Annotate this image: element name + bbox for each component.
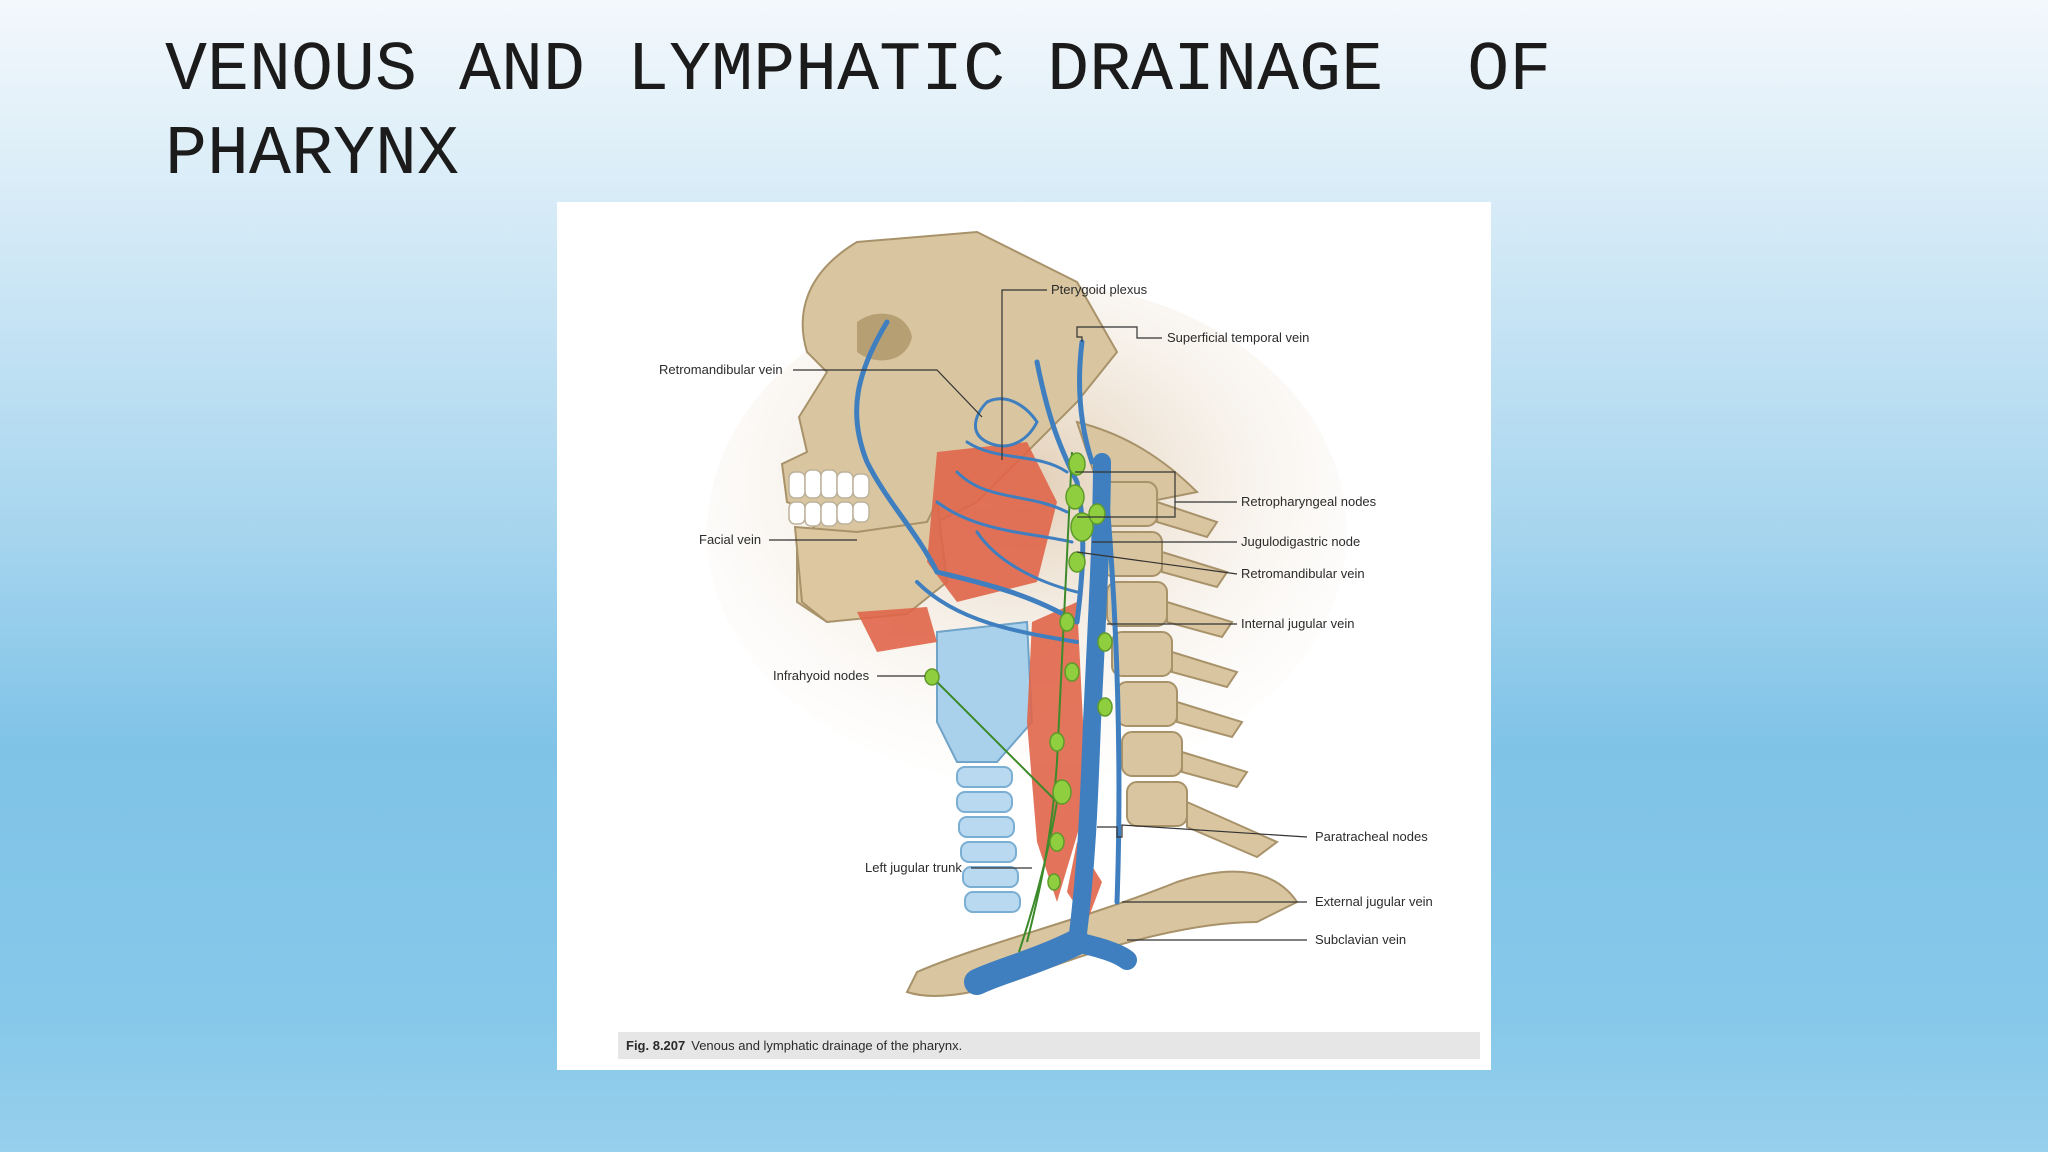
veins: [854, 319, 1137, 995]
slide-title: VENOUS AND LYMPHATIC DRAINAGE OF PHARYNX: [165, 32, 1594, 195]
lymph-nodes: [924, 452, 1113, 891]
label-subclavian-vein: Subclavian vein: [1315, 932, 1406, 947]
label-retropharyngeal-nodes: Retropharyngeal nodes: [1241, 494, 1377, 509]
trachea: [956, 766, 1021, 913]
teeth: [788, 469, 870, 527]
figure-caption: Fig. 8.207 Venous and lymphatic drainage …: [618, 1032, 1480, 1059]
label-external-jugular-vein: External jugular vein: [1315, 894, 1433, 909]
label-left-jugular-trunk: Left jugular trunk: [865, 860, 962, 875]
label-paratracheal-nodes: Paratracheal nodes: [1315, 829, 1428, 844]
caption-text: Fig. 8.207 Venous and lymphatic drainage …: [626, 1038, 962, 1053]
caption-description: Venous and lymphatic drainage of the pha…: [691, 1038, 963, 1053]
anatomy-figure: Pterygoid plexus Superficial temporal ve…: [557, 202, 1491, 1070]
leader-lines: [769, 289, 1308, 941]
larynx: [936, 620, 1034, 763]
label-internal-jugular-vein: Internal jugular vein: [1241, 616, 1354, 631]
label-pterygoid-plexus: Pterygoid plexus: [1051, 282, 1148, 297]
label-retromandibular-vein-left: Retromandibular vein: [659, 362, 783, 377]
label-superficial-temporal-vein: Superficial temporal vein: [1167, 330, 1309, 345]
label-jugulodigastric-node: Jugulodigastric node: [1241, 534, 1360, 549]
caption-number: Fig. 8.207: [626, 1038, 686, 1053]
label-infrahyoid-nodes: Infrahyoid nodes: [773, 668, 870, 683]
label-retromandibular-vein-right: Retromandibular vein: [1241, 566, 1365, 581]
label-facial-vein: Facial vein: [699, 532, 761, 547]
anatomy-illustration: Pterygoid plexus Superficial temporal ve…: [659, 230, 1433, 997]
